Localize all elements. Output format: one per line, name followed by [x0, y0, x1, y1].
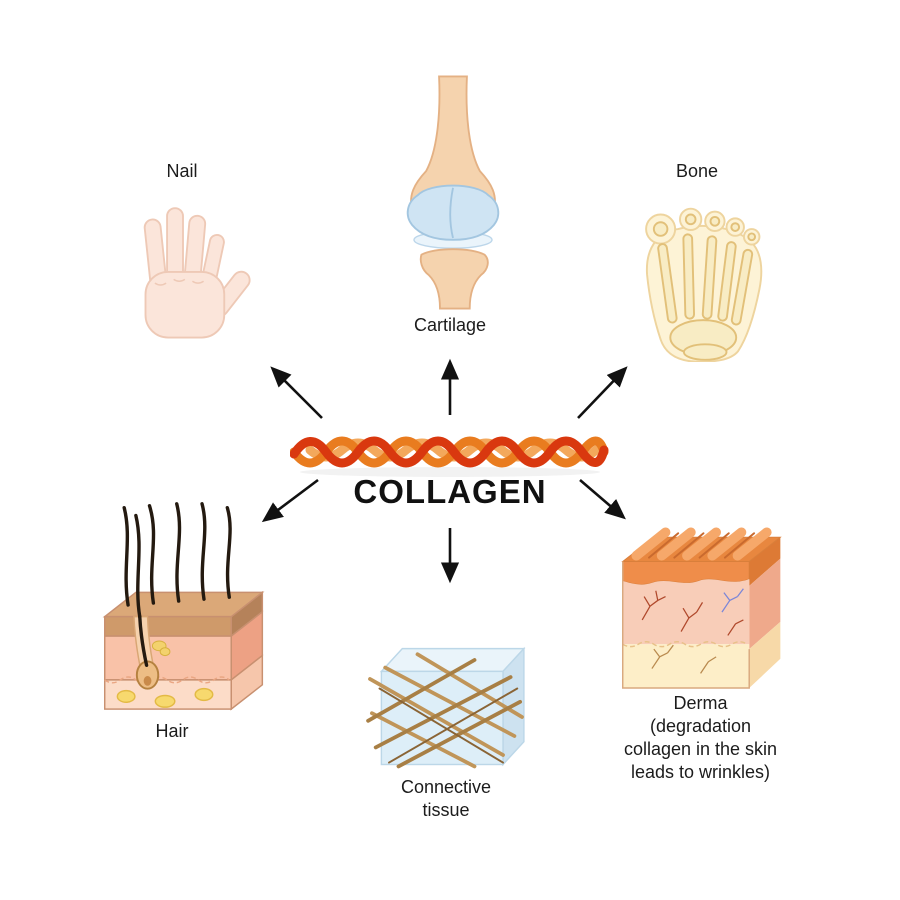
hair-label: Hair	[155, 721, 189, 741]
dermal-papilla	[143, 676, 152, 686]
derma-label: Derma (degradation collagen in the skin …	[598, 692, 803, 784]
nail-label: Nail	[166, 161, 198, 181]
bone-label: Bone	[675, 161, 719, 181]
connective-tissue-label-line2: tissue	[422, 800, 470, 821]
hair-shafts	[122, 502, 232, 668]
degraded-collagen-fibers	[641, 588, 744, 674]
derma-label-line1: Derma	[673, 693, 728, 713]
derma-boundary-line	[622, 641, 748, 648]
cube-top-face	[379, 647, 526, 673]
toe-phalanges	[652, 213, 757, 361]
collagen-helix-illustration	[290, 436, 609, 477]
epidermis-layer	[103, 615, 232, 637]
arrow-to-nail	[270, 366, 323, 419]
cartilage-shape	[406, 184, 500, 241]
collagen-fibers	[366, 652, 524, 769]
knuckle-line-1	[154, 282, 167, 286]
diagram-title: COLLAGEN	[353, 473, 547, 510]
knee-joint-illustration	[406, 75, 500, 310]
connective-tissue-label-line1: Connective	[400, 777, 492, 797]
derma-label-line2: (degradation	[649, 716, 752, 737]
derma-subcutis-band	[622, 644, 750, 688]
derma-illustration	[621, 527, 782, 689]
derma-side-epidermis	[749, 537, 781, 586]
fat-cells	[116, 687, 214, 708]
collagen-strand-red	[290, 436, 609, 468]
knuckle-line-2	[173, 278, 186, 282]
dermis-boundary-line	[104, 676, 230, 684]
derma-epidermis-band	[622, 561, 750, 586]
cartilage-label: Cartilage	[413, 315, 487, 335]
knuckle-line-3	[191, 280, 205, 284]
arrow-to-bone	[577, 366, 628, 419]
tibia-bone	[419, 248, 489, 310]
derma-block-outline	[622, 561, 750, 689]
metatarsal-bones	[657, 233, 754, 326]
hair-bulb	[135, 660, 160, 690]
hair-follicle-illustration	[102, 502, 265, 711]
wrinkle-ridges	[631, 527, 772, 561]
foot-bones-illustration	[645, 207, 763, 362]
derma-label-line3: collagen in the skin	[623, 739, 778, 760]
dermis-layer	[103, 635, 232, 681]
connective-tissue-label: Connective tissue	[376, 776, 516, 822]
hand-illustration	[143, 207, 251, 339]
condyle-groove	[449, 187, 454, 239]
connective-tissue-illustration	[366, 646, 526, 769]
derma-dermis-band	[622, 579, 750, 645]
derma-side-dermis	[749, 558, 781, 650]
palm	[144, 270, 226, 339]
helix-shadow	[300, 467, 600, 477]
derma-side-subcutis	[749, 621, 781, 688]
derma-label-line4: leads to wrinkles)	[630, 762, 771, 783]
sebaceous-gland	[151, 640, 171, 657]
